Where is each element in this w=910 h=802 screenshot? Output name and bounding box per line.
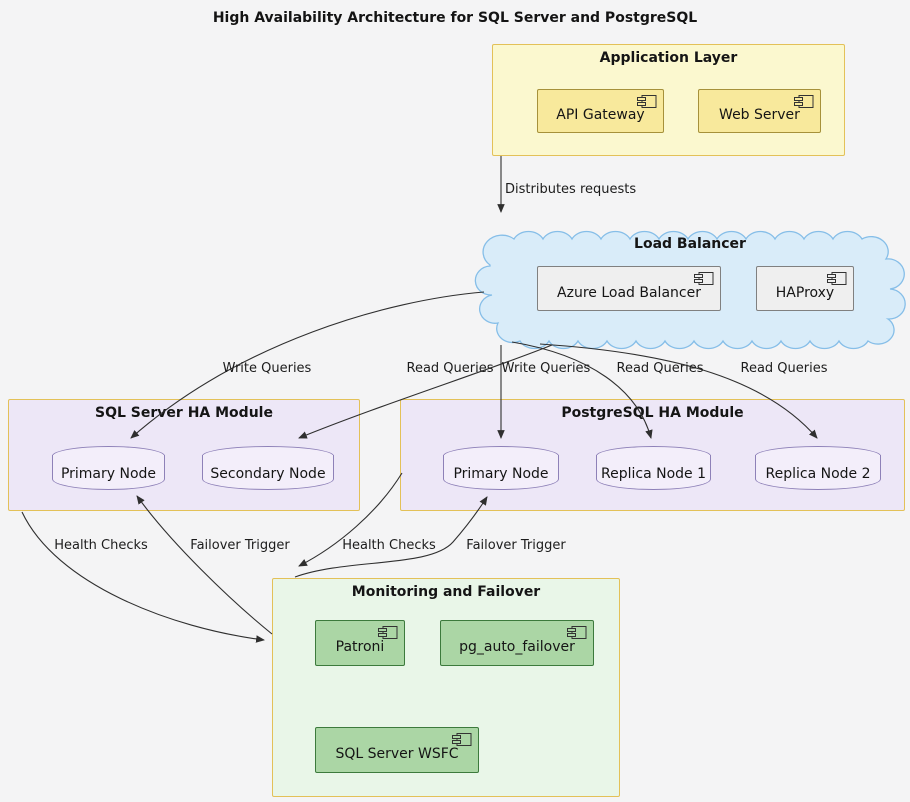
group-title-application-layer: Application Layer (599, 50, 738, 66)
edge-label-failover-trigger-sql: Failover Trigger (190, 538, 290, 553)
component-sql-server-wsfc: SQL Server WSFC (315, 727, 479, 773)
component-icon (637, 95, 657, 108)
component-haproxy: HAProxy (756, 266, 854, 311)
component-icon (827, 272, 847, 285)
component-icon (567, 626, 587, 639)
edge-label-health-checks-pg: Health Checks (342, 538, 436, 553)
edge-label-write-queries-sql: Write Queries (222, 361, 312, 376)
edge-label-read-queries-sql: Read Queries (406, 361, 494, 376)
component-label: Patroni (335, 639, 385, 655)
component-azure-load-balancer: Azure Load Balancer (537, 266, 721, 311)
cylinder-body (52, 455, 165, 490)
component-pg-auto-failover: pg_auto_failover (440, 620, 594, 666)
component-label: API Gateway (556, 107, 645, 123)
group-title-monitoring-failover: Monitoring and Failover (351, 584, 541, 600)
component-label: HAProxy (775, 284, 835, 301)
database-label: Replica Node 2 (765, 466, 871, 482)
group-title-postgresql-ha: PostgreSQL HA Module (561, 405, 744, 421)
group-title-sql-server-ha: SQL Server HA Module (95, 405, 273, 421)
component-label: SQL Server WSFC (335, 746, 459, 762)
edge-label-read-queries-pg-1: Read Queries (616, 361, 704, 376)
database-label: Primary Node (453, 466, 549, 482)
edge-label-read-queries-pg-2: Read Queries (740, 361, 828, 376)
database-pg-replica-node-2: Replica Node 2 (755, 446, 881, 490)
database-pg-replica-node-1: Replica Node 1 (596, 446, 711, 490)
database-pg-primary-node: Primary Node (443, 446, 559, 490)
component-label: Web Server (719, 107, 800, 123)
database-label: Primary Node (60, 466, 157, 482)
component-patroni: Patroni (315, 620, 405, 666)
component-icon (794, 95, 814, 108)
component-label: Azure Load Balancer (557, 284, 701, 301)
edge-label-write-queries-pg: Write Queries (501, 361, 591, 376)
database-label: Replica Node 1 (601, 466, 706, 482)
database-sql-secondary-node: Secondary Node (202, 446, 334, 490)
cylinder-body (443, 455, 559, 490)
edge-label-health-checks-sql: Health Checks (54, 538, 148, 553)
edge-health-checks-sql (21, 511, 265, 643)
diagram-title: High Availability Architecture for SQL S… (212, 10, 698, 26)
edge-failover-trigger-sql (136, 495, 273, 635)
component-icon (378, 626, 398, 639)
component-web-server: Web Server (698, 89, 821, 133)
component-api-gateway: API Gateway (537, 89, 664, 133)
component-icon (694, 272, 714, 285)
edge-label-distributes-requests: Distributes requests (505, 182, 637, 197)
cylinder-body (755, 455, 881, 490)
database-sql-primary-node: Primary Node (52, 446, 165, 490)
component-label: pg_auto_failover (459, 639, 575, 655)
component-icon (452, 733, 472, 746)
cylinder-body (596, 455, 711, 490)
edge-label-failover-trigger-pg: Failover Trigger (466, 538, 566, 553)
database-label: Secondary Node (210, 466, 326, 482)
group-title-load-balancer: Load Balancer (634, 236, 746, 252)
